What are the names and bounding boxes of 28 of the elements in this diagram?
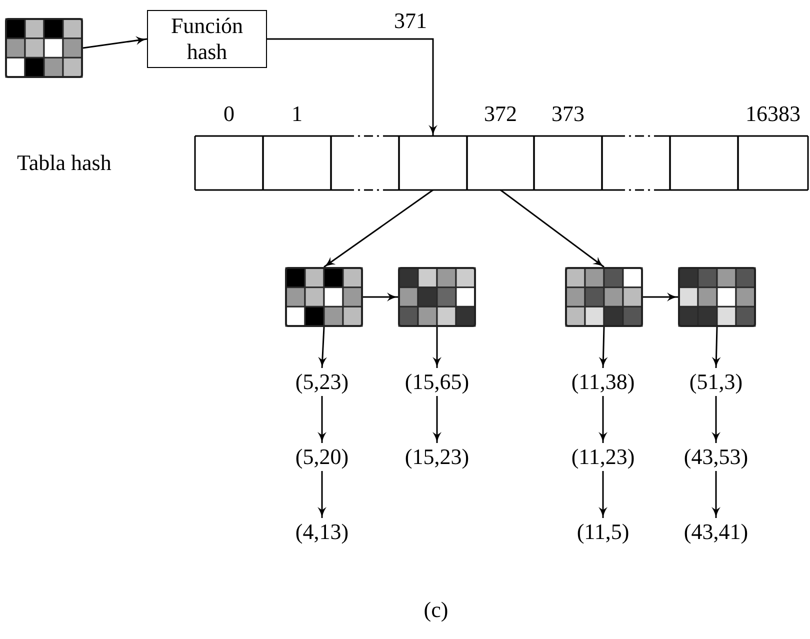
process-box: Función hash bbox=[147, 10, 267, 68]
coordinate-label: (15,23) bbox=[392, 443, 482, 471]
table-slot bbox=[331, 136, 399, 190]
coordinate-label: (11,23) bbox=[558, 443, 648, 471]
table-slot bbox=[602, 136, 670, 190]
coordinate-label: (11,5) bbox=[558, 518, 648, 546]
index-number: 373 bbox=[552, 100, 584, 128]
index-number: 0 bbox=[224, 100, 234, 128]
caption: (c) bbox=[422, 596, 450, 624]
index-number: 16383 bbox=[746, 100, 800, 128]
coordinate-label: (43,41) bbox=[671, 518, 761, 546]
pixel-grid-drawing bbox=[398, 267, 476, 327]
index-number: 372 bbox=[484, 100, 517, 128]
coordinate-label: (51,3) bbox=[671, 368, 761, 396]
table-slot bbox=[670, 136, 738, 190]
table-label: Tabla hash bbox=[17, 149, 112, 177]
table-slot bbox=[399, 136, 467, 190]
index-number: 1 bbox=[292, 100, 302, 128]
pixel-grid-drawing bbox=[565, 267, 643, 327]
pixel-grid-drawing bbox=[5, 18, 83, 78]
pixel-grid-drawing bbox=[678, 267, 756, 327]
coordinate-label: (43,53) bbox=[671, 443, 761, 471]
coordinate-label: (5,20) bbox=[277, 443, 367, 471]
coordinate-label: (4,13) bbox=[277, 518, 367, 546]
pixel-grid-drawing bbox=[285, 267, 363, 327]
coordinate-label: (5,23) bbox=[277, 368, 367, 396]
coordinate-label: (15,65) bbox=[392, 368, 482, 396]
coordinate-label: (11,38) bbox=[558, 368, 648, 396]
